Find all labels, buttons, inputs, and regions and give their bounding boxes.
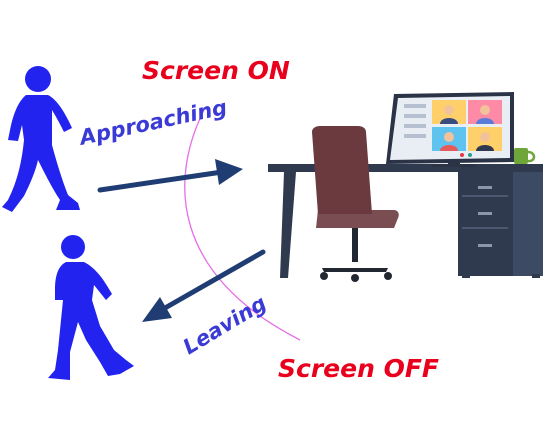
screen-off-label: Screen OFF [278, 354, 439, 383]
screen-on-label: Screen ON [142, 56, 290, 85]
mug-icon [514, 148, 536, 164]
leaving-arrow [142, 249, 266, 322]
approaching-arrow [97, 159, 243, 193]
person-leaving-walking-person-icon [48, 235, 134, 380]
desk [268, 164, 543, 278]
office-chair [312, 126, 399, 282]
detection-range-arc [184, 107, 301, 341]
video-call-participants-icon [404, 100, 502, 157]
person-approaching-walking-person-icon [2, 66, 80, 212]
